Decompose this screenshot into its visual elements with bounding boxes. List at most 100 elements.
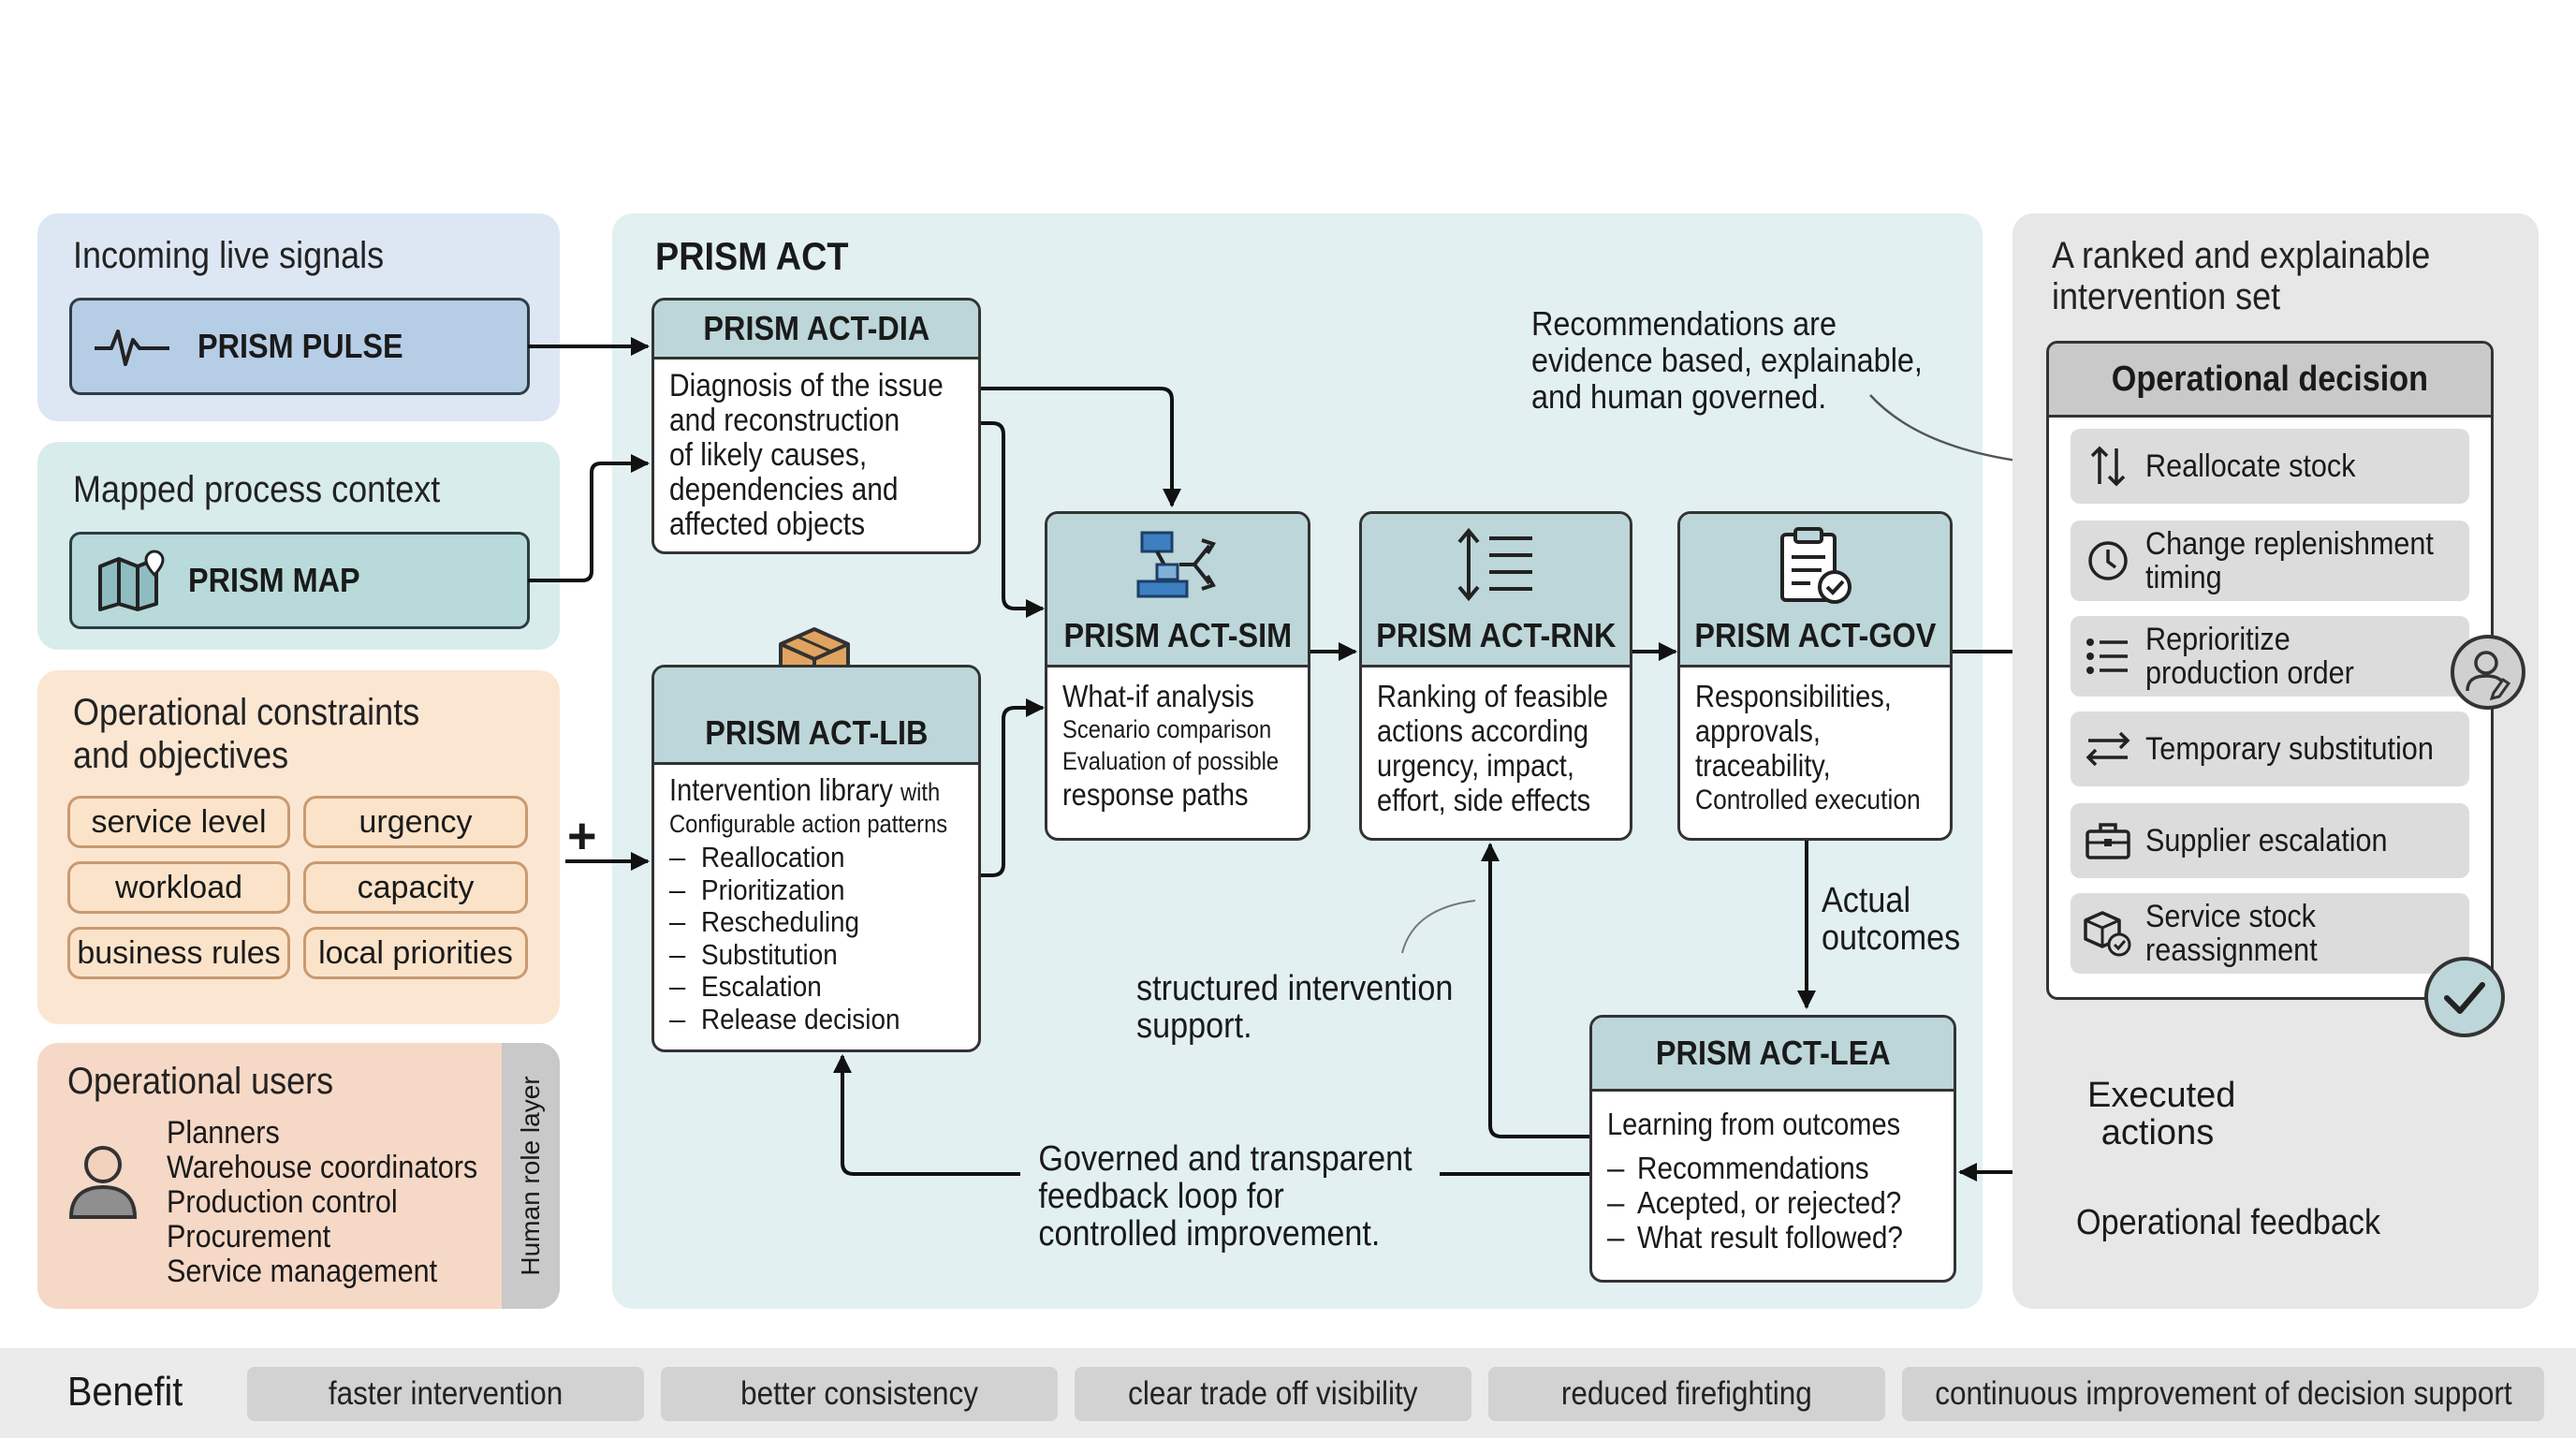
role-planners: Planners: [167, 1115, 280, 1151]
act-dia-card[interactable]: PRISM ACT-DIA Diagnosis of the issue and…: [651, 298, 981, 554]
pill-urgency: urgency: [303, 796, 528, 848]
constraints-title-line2: and objectives: [73, 735, 289, 776]
benefit-label: Benefit: [67, 1369, 183, 1415]
act-dia-line: affected objects: [669, 506, 866, 542]
act-rnk-card[interactable]: PRISM ACT-RNK Ranking of feasible action…: [1359, 511, 1632, 841]
benefit-pill-clear-trade-off-visibility: clear trade off visibility: [1075, 1367, 1471, 1421]
approver-user-icon: [2449, 633, 2527, 716]
benefit-pill-continuous-improvement: continuous improvement of decision suppo…: [1902, 1367, 2544, 1421]
role-service-management: Service management: [167, 1254, 438, 1289]
note-actual-outcomes: Actual outcomes: [1822, 881, 1961, 958]
act-rnk-line: urgency, impact,: [1377, 748, 1574, 783]
prism-pulse-module[interactable]: PRISM PULSE: [69, 298, 530, 395]
act-lib-items: –Reallocation –Prioritization –Reschedul…: [669, 841, 963, 1035]
pulse-icon: [93, 323, 171, 370]
signals-panel: Incoming live signals PRISM PULSE: [37, 213, 560, 421]
act-rnk-header: PRISM ACT-RNK: [1362, 514, 1630, 668]
briefcase-icon: [2071, 820, 2145, 861]
users-title: Operational users: [67, 1061, 334, 1102]
users-panel: Human role layer Operational users Plann…: [37, 1043, 560, 1309]
output-title-line2: intervention set: [2052, 276, 2281, 317]
act-gov-last-line: Controlled execution: [1695, 785, 1921, 815]
arrows-up-down-icon: [2071, 445, 2145, 488]
act-gov-line: traceability,: [1695, 748, 1831, 783]
act-lib-body: Intervention library with Configurable a…: [654, 765, 978, 1045]
act-gov-body: Responsibilities, approvals, traceabilit…: [1680, 668, 1950, 827]
act-sim-line4: response paths: [1062, 777, 1249, 812]
output-title-line1: A ranked and explainable: [2052, 235, 2431, 276]
clipboard-check-icon: [1773, 525, 1857, 606]
act-lib-header: PRISM ACT-LIB: [654, 668, 978, 765]
note-operational-feedback: Operational feedback: [2076, 1203, 2381, 1242]
pill-workload: workload: [67, 861, 290, 914]
option-reallocate-stock[interactable]: Reallocate stock: [2071, 429, 2469, 504]
act-sim-line1: What-if analysis: [1062, 679, 1254, 713]
prism-map-module[interactable]: PRISM MAP: [69, 532, 530, 629]
act-lea-card[interactable]: PRISM ACT-LEA Learning from outcomes –Re…: [1589, 1015, 1956, 1283]
act-rnk-line: Ranking of feasible: [1377, 679, 1609, 713]
act-lea-header: PRISM ACT-LEA: [1592, 1018, 1954, 1092]
context-title: Mapped process context: [73, 469, 441, 510]
lib-item: –Reallocation: [669, 841, 845, 873]
act-gov-header: PRISM ACT-GOV: [1680, 514, 1950, 668]
role-production-control: Production control: [167, 1184, 398, 1220]
decision-header: Operational decision: [2049, 344, 2491, 418]
act-rnk-body: Ranking of feasible actions according ur…: [1362, 668, 1630, 827]
act-lib-card[interactable]: PRISM ACT-LIB Intervention library with …: [651, 665, 981, 1052]
option-temporary-substitution[interactable]: Temporary substitution: [2071, 712, 2469, 786]
act-lea-line1: Learning from outcomes: [1607, 1107, 1901, 1141]
note-recommendations: Recommendations are evidence based, expl…: [1531, 304, 1923, 416]
act-dia-header: PRISM ACT-DIA: [654, 301, 978, 360]
act-dia-line: and reconstruction: [669, 403, 900, 438]
signals-title: Incoming live signals: [73, 235, 385, 276]
option-supplier-escalation[interactable]: Supplier escalation: [2071, 803, 2469, 878]
act-sim-card[interactable]: PRISM ACT-SIM What-if analysis Scenario …: [1045, 511, 1310, 841]
act-dia-body: Diagnosis of the issue and reconstructio…: [654, 360, 978, 551]
plus-sign: +: [567, 808, 597, 864]
branch-flow-icon: [1133, 527, 1222, 602]
lib-item: –Prioritization: [669, 873, 845, 906]
map-icon: [96, 550, 168, 611]
ranking-list-icon: [1454, 527, 1538, 602]
act-rnk-line: effort, side effects: [1377, 783, 1591, 817]
act-lib-line2: Configurable action patterns: [669, 810, 948, 838]
human-role-layer-strip: [502, 1043, 560, 1309]
lib-item: –Substitution: [669, 937, 838, 971]
pill-service-level: service level: [67, 796, 290, 848]
check-icon: [2422, 955, 2507, 1044]
note-structured-support: structured intervention support.: [1136, 969, 1454, 1046]
context-panel: Mapped process context PRISM MAP: [37, 442, 560, 650]
note-feedback-loop: Governed and transparent feedback loop f…: [1033, 1140, 1418, 1253]
pill-business-rules: business rules: [67, 927, 290, 979]
prism-pulse-label: PRISM PULSE: [198, 327, 403, 365]
act-lea-body: Learning from outcomes –Recommendations …: [1592, 1092, 1954, 1264]
clock-icon: [2071, 539, 2145, 582]
user-icon: [66, 1142, 140, 1227]
lib-item: –Escalation: [669, 970, 822, 1003]
option-label: Supplier escalation: [2145, 823, 2388, 858]
act-gov-card[interactable]: PRISM ACT-GOV Responsibilities, approval…: [1677, 511, 1953, 841]
pill-local-priorities: local priorities: [303, 927, 528, 979]
act-gov-line: approvals,: [1695, 713, 1821, 748]
act-sim-body: What-if analysis Scenario comparison Eva…: [1047, 668, 1308, 821]
act-sim-line3: Evaluation of possible: [1062, 747, 1280, 775]
user-roles: Planners Warehouse coordinators Producti…: [167, 1116, 512, 1289]
lea-item: –What result followed?: [1607, 1220, 1903, 1255]
box-check-icon: [2071, 909, 2145, 958]
lea-item: –Acepted, or rejected?: [1607, 1185, 1902, 1220]
act-dia-line: dependencies and: [669, 472, 899, 507]
act-rnk-line: actions according: [1377, 713, 1589, 748]
pill-capacity: capacity: [303, 861, 528, 914]
act-sim-line2: Scenario comparison: [1062, 715, 1272, 743]
benefit-pill-reduced-firefighting: reduced firefighting: [1488, 1367, 1885, 1421]
act-sim-header: PRISM ACT-SIM: [1047, 514, 1308, 668]
constraints-panel: Operational constraints and objectives s…: [37, 670, 560, 1024]
benefit-pill-better-consistency: better consistency: [661, 1367, 1058, 1421]
lib-item: –Release decision: [669, 1002, 900, 1035]
swap-icon: [2071, 727, 2145, 770]
